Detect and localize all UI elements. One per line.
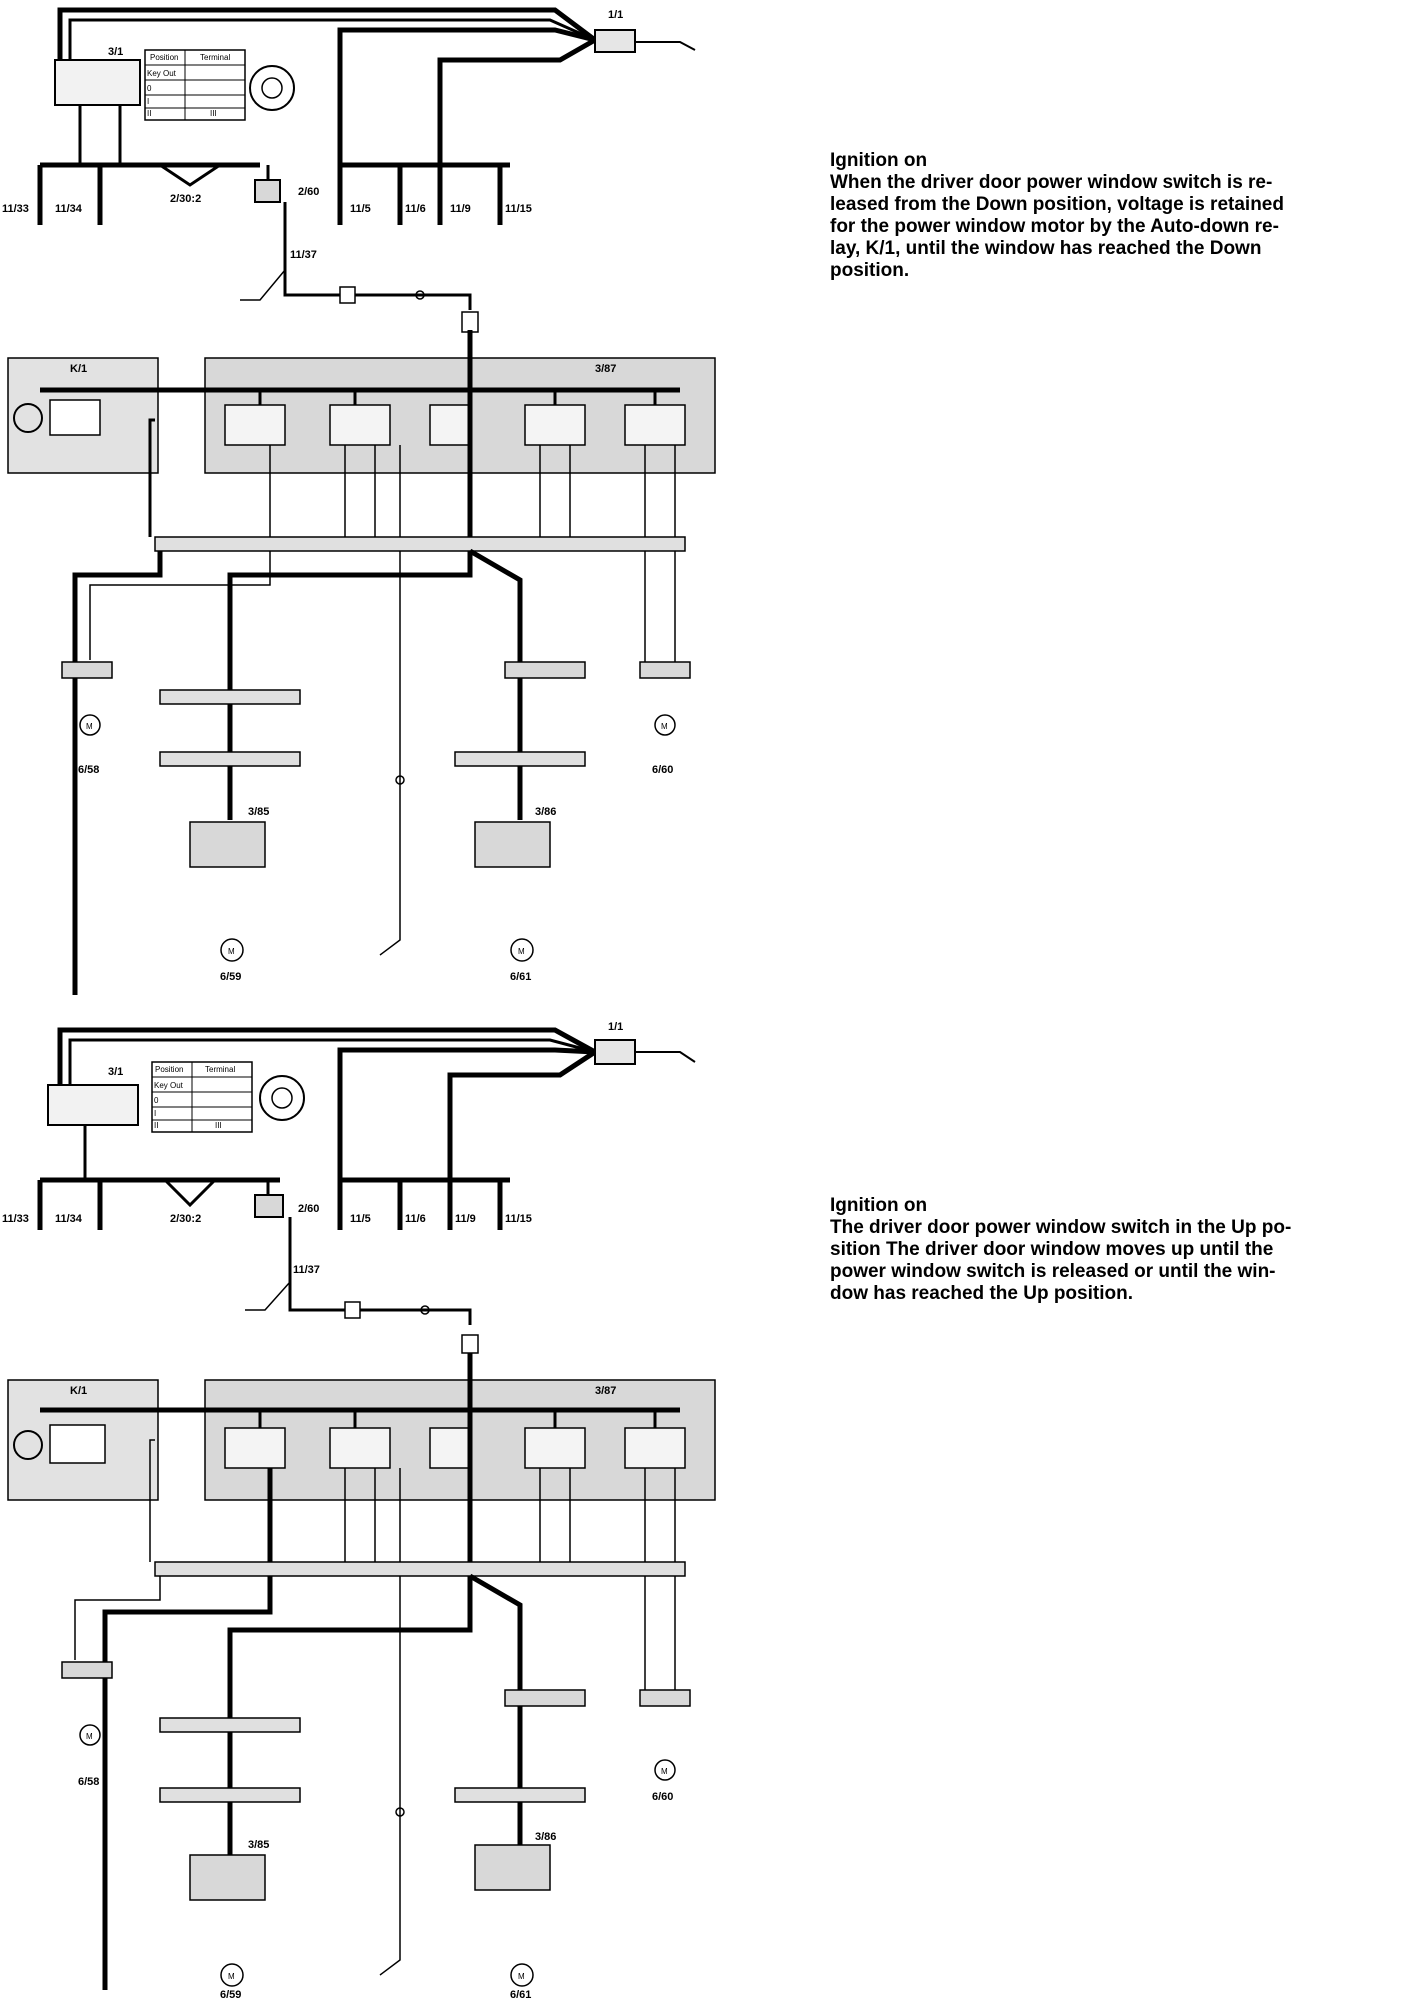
motor-right-rear-label: 6/61 bbox=[510, 971, 531, 983]
panel-position-label: Position bbox=[155, 1065, 183, 1074]
switch-right-rear-label: 3/86 bbox=[535, 1831, 556, 1843]
conn-11-37-label: 11/37 bbox=[293, 1264, 320, 1276]
motor-symbol-rf: M bbox=[661, 722, 668, 731]
panel-terminal-label: Terminal bbox=[205, 1065, 235, 1074]
relay-k1-label: K/1 bbox=[70, 1385, 87, 1397]
switch-module-label: 3/87 bbox=[595, 363, 616, 375]
conn-11-5-label: 11/5 bbox=[350, 203, 371, 215]
motor-left-rear-label: 6/59 bbox=[220, 1989, 241, 2000]
splice-2-30-2-label: 2/30:2 bbox=[170, 193, 201, 205]
splice-2-30-2-label: 2/30:2 bbox=[170, 1213, 201, 1225]
motor-symbol-lr: M bbox=[228, 1972, 235, 1981]
fuse-box-label: 1/1 bbox=[608, 1021, 623, 1033]
caption-up: Ignition on The driver door power window… bbox=[830, 1195, 1400, 1305]
conn-11-34-label: 11/34 bbox=[55, 203, 83, 215]
caption-line: sition The driver door window moves up u… bbox=[830, 1239, 1274, 1260]
motor-symbol-lf: M bbox=[86, 722, 93, 731]
switch-module-label: 3/87 bbox=[595, 1385, 616, 1397]
conn-11-37-label: 11/37 bbox=[290, 249, 317, 261]
caption-line: When the driver door power window switch… bbox=[830, 172, 1273, 193]
diagram-group bbox=[7, 1027, 716, 1990]
panel-row-1: I bbox=[154, 1109, 156, 1118]
motor-symbol-lf: M bbox=[86, 1732, 93, 1741]
conn-11-34-label: 11/34 bbox=[55, 1213, 83, 1225]
motor-symbol-lr: M bbox=[228, 947, 235, 956]
conn-11-5-label: 11/5 bbox=[350, 1213, 371, 1225]
motor-left-front-label: 6/58 bbox=[78, 764, 99, 776]
caption-line: The driver door power window switch in t… bbox=[830, 1217, 1292, 1238]
motor-right-rear-label: 6/61 bbox=[510, 1989, 531, 2000]
conn-11-9-label: 11/9 bbox=[455, 1213, 476, 1225]
motor-symbol-rr: M bbox=[518, 947, 525, 956]
wiring-diagram-up: 1/1 3/1 Position Terminal Key Out 0 I II… bbox=[0, 1000, 740, 2000]
switch-right-rear-label: 3/86 bbox=[535, 806, 556, 818]
switch-left-rear-label: 3/85 bbox=[248, 806, 269, 818]
caption-line: leased from the Down position, voltage i… bbox=[830, 194, 1284, 215]
wiring-diagram-svg-2: 1/1 3/1 Position Terminal Key Out 0 I II… bbox=[2, 1021, 716, 2000]
conn-11-9-label: 11/9 bbox=[450, 203, 471, 215]
caption-title: Ignition on bbox=[830, 1195, 928, 1216]
wiring-diagram-svg-1: 1/1 3/1 Position Terminal Key Out 0 I II… bbox=[2, 7, 716, 995]
panel-position-label: Position bbox=[150, 53, 178, 62]
motor-symbol-rf: M bbox=[661, 1767, 668, 1776]
motor-symbol-rr: M bbox=[518, 1972, 525, 1981]
conn-11-15-label: 11/15 bbox=[505, 1213, 532, 1225]
panel-row-3: III bbox=[215, 1121, 222, 1130]
panel-row-0: 0 bbox=[154, 1096, 159, 1105]
caption-line: dow has reached the Up position. bbox=[830, 1283, 1133, 1304]
fuse-box-label: 1/1 bbox=[608, 9, 623, 21]
caption-title: Ignition on bbox=[830, 150, 928, 171]
switch-left-rear-label: 3/85 bbox=[248, 1839, 269, 1851]
conn-11-33-label: 11/33 bbox=[2, 1213, 29, 1225]
panel-row-key-out: Key Out bbox=[154, 1081, 184, 1090]
motor-left-front-label: 6/58 bbox=[78, 1776, 99, 1788]
panel-row-2: II bbox=[154, 1121, 158, 1130]
motor-right-front-label: 6/60 bbox=[652, 1791, 673, 1803]
caption-line: lay, K/1, until the window has reached t… bbox=[830, 238, 1262, 259]
panel-row-3: III bbox=[210, 109, 217, 118]
wiring-diagram-auto-down: 1/1 3/1 Position Terminal Key Out 0 I II… bbox=[0, 0, 740, 1000]
ignition-switch-label: 3/1 bbox=[108, 1066, 123, 1078]
caption-auto-down: Ignition on When the driver door power w… bbox=[830, 150, 1400, 282]
diagram-group bbox=[7, 7, 716, 995]
conn-11-15-label: 11/15 bbox=[505, 203, 532, 215]
conn-11-33-label: 11/33 bbox=[2, 203, 29, 215]
conn-2-60-label: 2/60 bbox=[298, 186, 319, 198]
caption-line: power window switch is released or until… bbox=[830, 1261, 1276, 1282]
motor-right-front-label: 6/60 bbox=[652, 764, 673, 776]
panel-row-0: 0 bbox=[147, 84, 152, 93]
conn-11-6-label: 11/6 bbox=[405, 203, 426, 215]
panel-row-1: I bbox=[147, 97, 149, 106]
caption-line: position. bbox=[830, 260, 910, 281]
panel-row-2: II bbox=[147, 109, 151, 118]
caption-line: for the power window motor by the Auto-d… bbox=[830, 216, 1279, 237]
panel-terminal-label: Terminal bbox=[200, 53, 230, 62]
relay-k1-label: K/1 bbox=[70, 363, 87, 375]
panel-row-key-out: Key Out bbox=[147, 69, 177, 78]
ignition-switch-label: 3/1 bbox=[108, 46, 123, 58]
motor-left-rear-label: 6/59 bbox=[220, 971, 241, 983]
conn-2-60-label: 2/60 bbox=[298, 1203, 319, 1215]
conn-11-6-label: 11/6 bbox=[405, 1213, 426, 1225]
